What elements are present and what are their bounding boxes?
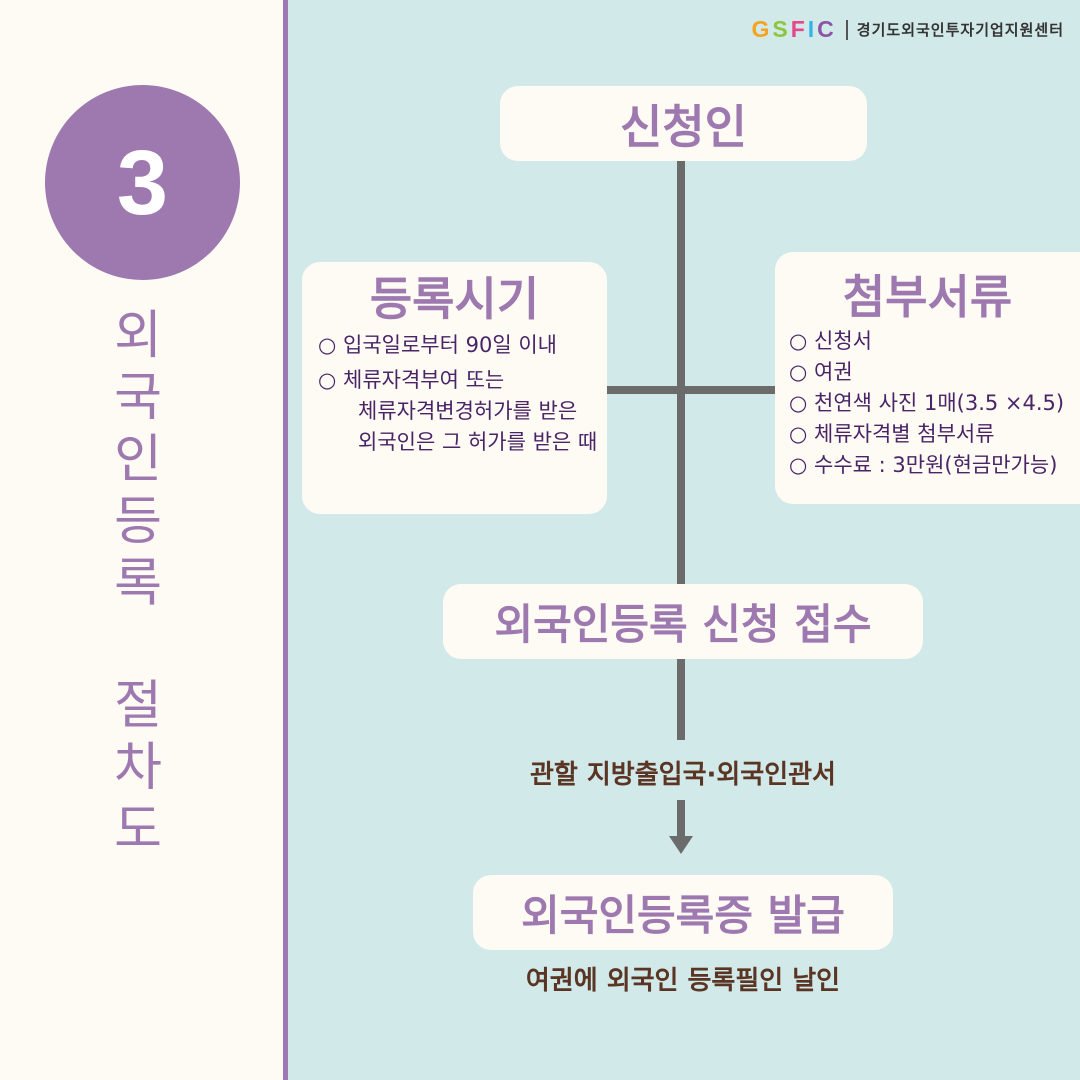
item-text: 입국일로부터 90일 이내 — [343, 333, 557, 357]
attached-documents-box: 첨부서류 ○ 신청서 ○ 여권 ○ 천연색 사진 1매(3.5 ×4.5) ○ … — [775, 252, 1080, 504]
connector-vertical-bottom — [677, 658, 685, 740]
item-text: 체류자격부여 또는 — [343, 368, 505, 392]
connector-horizontal — [605, 386, 777, 394]
logo-letter: F — [790, 16, 808, 42]
logo-letter: I — [807, 16, 818, 42]
timing-title: 등록시기 — [369, 272, 540, 326]
circle-bullet-icon: ○ — [789, 453, 808, 477]
list-item: ○ 천연색 사진 1매(3.5 ×4.5) — [789, 388, 1080, 419]
documents-list: ○ 신청서 ○ 여권 ○ 천연색 사진 1매(3.5 ×4.5) ○ 체류자격별… — [789, 326, 1080, 481]
sidebar-divider — [283, 0, 288, 1080]
logo-separator — [845, 19, 848, 40]
logo-org-name: 경기도외국인투자기업지원센터 — [856, 21, 1064, 39]
item-text: 여권 — [814, 360, 853, 384]
applicant-box: 신청인 — [500, 86, 867, 161]
title-char: 등 — [114, 492, 162, 552]
issuance-box: 외국인등록증 발급 — [473, 875, 893, 950]
title-char: 도 — [114, 800, 162, 860]
circle-bullet-icon: ○ — [789, 360, 808, 384]
circle-bullet-icon: ○ — [789, 391, 808, 415]
reception-box: 외국인등록 신청 접수 — [443, 584, 923, 659]
circle-bullet-icon: ○ — [318, 333, 337, 357]
arrow-shaft — [677, 800, 685, 838]
sidebar-panel: 3 외 국 인 등 록 절 차 도 — [0, 0, 283, 1080]
issuance-note: 여권에 외국인 등록필인 날인 — [525, 966, 841, 996]
list-item: ○ 신청서 — [789, 326, 1080, 357]
vertical-title: 외 국 인 등 록 절 차 도 — [108, 305, 168, 861]
logo-letter: C — [817, 16, 837, 42]
logo-mark: GSFIC — [751, 16, 836, 43]
item-text: 수수료 : 3만원(현금만가능) — [814, 453, 1058, 477]
title-char: 록 — [114, 554, 162, 614]
logo-letter: G — [751, 16, 773, 42]
item-text: 천연색 사진 1매(3.5 ×4.5) — [814, 391, 1065, 415]
title-char: 차 — [114, 738, 162, 798]
circle-bullet-icon: ○ — [789, 329, 808, 353]
applicant-title: 신청인 — [620, 99, 747, 154]
list-item: ○ 체류자격부여 또는 — [318, 365, 607, 396]
list-item: ○ 수수료 : 3만원(현금만가능) — [789, 450, 1080, 481]
circle-bullet-icon: ○ — [318, 368, 337, 392]
list-item-continued: 체류자격변경허가를 받은 — [358, 399, 578, 423]
list-item-continued: 외국인은 그 허가를 받은 때 — [358, 430, 598, 454]
step-number-badge: 3 — [45, 85, 240, 280]
title-char: 외 — [114, 306, 162, 366]
list-item: ○ 입국일로부터 90일 이내 — [318, 330, 607, 361]
step-number: 3 — [116, 131, 169, 234]
logo: GSFIC 경기도외국인투자기업지원센터 — [751, 16, 1064, 43]
item-text: 체류자격별 첨부서류 — [814, 422, 995, 446]
documents-title: 첨부서류 — [842, 270, 1013, 324]
logo-letter: S — [772, 16, 791, 42]
list-item: ○ 여권 — [789, 357, 1080, 388]
title-char: 인 — [114, 430, 162, 490]
title-char: 국 — [114, 368, 162, 428]
office-label: 관할 지방출입국·외국인관서 — [530, 760, 836, 790]
list-item: ○ 체류자격별 첨부서류 — [789, 419, 1080, 450]
connector-vertical-top — [677, 160, 685, 586]
reception-title: 외국인등록 신청 접수 — [494, 600, 872, 649]
timing-list: ○ 입국일로부터 90일 이내 ○ 체류자격부여 또는 체류자격변경허가를 받은… — [318, 330, 607, 458]
arrow-down-icon — [669, 836, 693, 854]
item-text: 신청서 — [814, 329, 872, 353]
issuance-title: 외국인등록증 발급 — [521, 891, 845, 940]
registration-timing-box: 등록시기 ○ 입국일로부터 90일 이내 ○ 체류자격부여 또는 체류자격변경허… — [302, 262, 607, 514]
circle-bullet-icon: ○ — [789, 422, 808, 446]
title-char: 절 — [114, 676, 162, 736]
